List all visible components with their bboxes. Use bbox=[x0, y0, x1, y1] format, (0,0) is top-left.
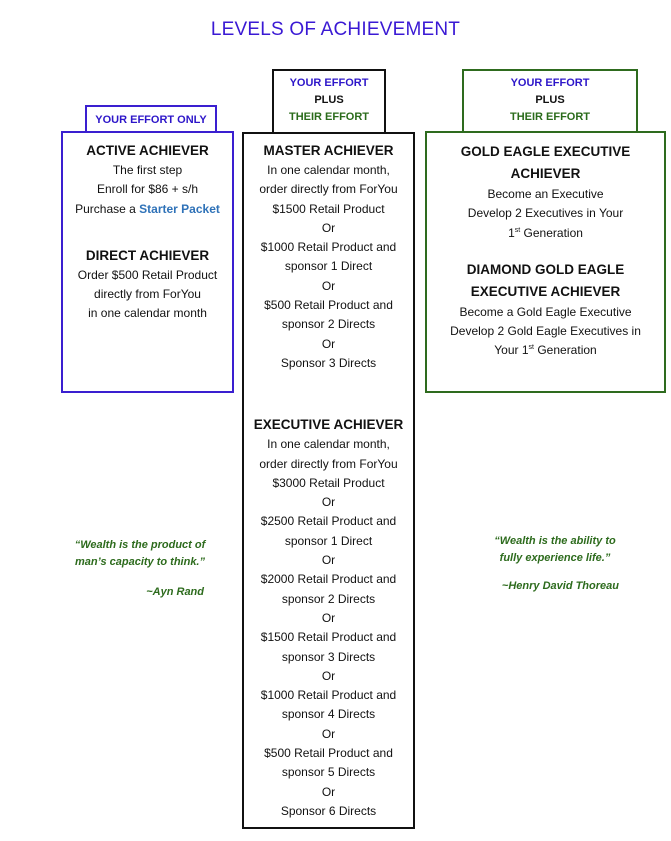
master-line: Or bbox=[321, 336, 336, 351]
tab-label: YOUR EFFORT ONLY bbox=[95, 114, 207, 126]
master-line: sponsor 2 Directs bbox=[281, 317, 376, 332]
master-line: In one calendar month, bbox=[267, 163, 390, 177]
tab-line-1: YOUR EFFORT bbox=[510, 77, 590, 89]
quote-line: fully experience life.” bbox=[499, 552, 611, 564]
executive-line: Or bbox=[321, 668, 336, 683]
middle-achiever-card: MASTER ACHIEVER In one calendar month, o… bbox=[242, 132, 415, 829]
active-achiever-title: ACTIVE ACHIEVER bbox=[86, 143, 209, 158]
quote-author: ~Henry David Thoreau bbox=[501, 580, 619, 592]
master-line: sponsor 1 Direct bbox=[284, 259, 373, 274]
diamond-gold-eagle-title: DIAMOND GOLD EAGLE bbox=[466, 261, 625, 277]
generation-suffix: st bbox=[514, 226, 521, 234]
executive-line: Or bbox=[321, 784, 336, 799]
diamond-gold-eagle-title: EXECUTIVE ACHIEVER bbox=[470, 283, 621, 299]
tab-line-2: PLUS bbox=[535, 94, 565, 106]
master-line: Or bbox=[321, 220, 336, 235]
executive-line: Or bbox=[321, 610, 336, 625]
diamond-gold-eagle-line: Your 1st Generation bbox=[427, 341, 664, 360]
executive-line: sponsor 1 Direct bbox=[284, 533, 373, 548]
executive-line: Or bbox=[321, 553, 336, 568]
tab-line-3: THEIR EFFORT bbox=[509, 111, 591, 123]
executive-line: $500 Retail Product and bbox=[264, 746, 393, 761]
right-achiever-card: GOLD EAGLE EXECUTIVE ACHIEVER Become an … bbox=[425, 131, 666, 393]
quote-line: “Wealth is the product of bbox=[74, 539, 206, 551]
starter-packet-prefix: Purchase a bbox=[75, 201, 140, 216]
executive-achiever-title: EXECUTIVE ACHIEVER bbox=[253, 417, 404, 433]
executive-line: $2500 Retail Product and bbox=[260, 514, 397, 529]
executive-line: sponsor 5 Directs bbox=[281, 765, 376, 780]
left-achiever-card: ACTIVE ACHIEVER The first step Enroll fo… bbox=[61, 131, 234, 393]
executive-line: sponsor 4 Directs bbox=[281, 707, 376, 722]
tab-line-3: THEIR EFFORT bbox=[288, 111, 370, 123]
master-line: order directly from ForYou bbox=[259, 182, 398, 197]
executive-line: sponsor 2 Directs bbox=[281, 591, 376, 606]
direct-achiever-line: Order $500 Retail Product bbox=[77, 267, 218, 282]
starter-packet-link[interactable]: Starter Packet bbox=[139, 201, 220, 216]
page-title: LEVELS OF ACHIEVEMENT bbox=[210, 19, 461, 40]
generation-prefix: Your 1 bbox=[494, 343, 529, 358]
generation-number: 1 bbox=[508, 225, 515, 240]
executive-line: Or bbox=[321, 495, 336, 510]
executive-line: order directly from ForYou bbox=[259, 456, 398, 471]
master-line: Or bbox=[321, 278, 336, 293]
executive-line: $2000 Retail Product and bbox=[260, 572, 397, 587]
quote-ayn-rand: “Wealth is the product of man’s capacity… bbox=[60, 537, 220, 601]
master-achiever-title: MASTER ACHIEVER bbox=[263, 143, 394, 158]
tab-line-1: YOUR EFFORT bbox=[289, 77, 369, 89]
diamond-gold-eagle-line: Become a Gold Eagle Executive bbox=[459, 304, 632, 319]
diamond-gold-eagle-line: Develop 2 Gold Eagle Executives in bbox=[450, 324, 641, 339]
executive-line: $3000 Retail Product bbox=[272, 475, 385, 490]
direct-achiever-line: directly from ForYou bbox=[94, 287, 201, 302]
gold-eagle-title: ACHIEVER bbox=[510, 166, 581, 181]
master-line: $1500 Retail Product bbox=[272, 201, 385, 216]
master-line: Sponsor 3 Directs bbox=[280, 355, 377, 370]
gold-eagle-line: Develop 2 Executives in Your bbox=[467, 206, 624, 221]
gold-eagle-title: GOLD EAGLE EXECUTIVE bbox=[460, 144, 631, 159]
master-line: $1000 Retail Product and bbox=[260, 240, 397, 255]
executive-line: sponsor 3 Directs bbox=[281, 649, 376, 664]
quote-author: ~Ayn Rand bbox=[146, 586, 204, 598]
generation-word: Generation bbox=[534, 343, 597, 358]
generation-suffix: st bbox=[528, 344, 534, 352]
active-achiever-line: The first step bbox=[112, 163, 183, 177]
active-achiever-line: Purchase a Starter Packet bbox=[63, 200, 232, 219]
quote-line: “Wealth is the ability to bbox=[494, 535, 616, 547]
tab-your-effort-plus-their-effort-right: YOUR EFFORT PLUS THEIR EFFORT bbox=[462, 69, 638, 132]
gold-eagle-line: Become an Executive bbox=[487, 187, 604, 201]
quote-line: man’s capacity to think.” bbox=[74, 556, 205, 568]
master-line: $500 Retail Product and bbox=[264, 298, 393, 313]
generation-word: Generation bbox=[520, 225, 583, 240]
executive-line: Sponsor 6 Directs bbox=[280, 803, 377, 818]
executive-line: $1000 Retail Product and bbox=[260, 688, 397, 703]
gold-eagle-line: 1st Generation bbox=[427, 224, 664, 243]
tab-line-2: PLUS bbox=[314, 94, 344, 106]
direct-achiever-title: DIRECT ACHIEVER bbox=[85, 247, 210, 263]
master-achiever-details: In one calendar month, order directly fr… bbox=[244, 161, 413, 373]
direct-achiever-line: in one calendar month bbox=[88, 306, 207, 321]
executive-line: $1500 Retail Product and bbox=[260, 630, 397, 645]
executive-line: Or bbox=[321, 726, 336, 741]
quote-henry-david-thoreau: “Wealth is the ability to fully experien… bbox=[475, 533, 635, 595]
executive-line: In one calendar month, bbox=[267, 437, 390, 452]
tab-your-effort-plus-their-effort-middle: YOUR EFFORT PLUS THEIR EFFORT bbox=[272, 69, 386, 132]
active-achiever-line: Enroll for $86 + s/h bbox=[96, 182, 199, 197]
executive-achiever-details: In one calendar month, order directly fr… bbox=[244, 435, 413, 821]
tab-your-effort-only: YOUR EFFORT ONLY bbox=[85, 105, 217, 131]
